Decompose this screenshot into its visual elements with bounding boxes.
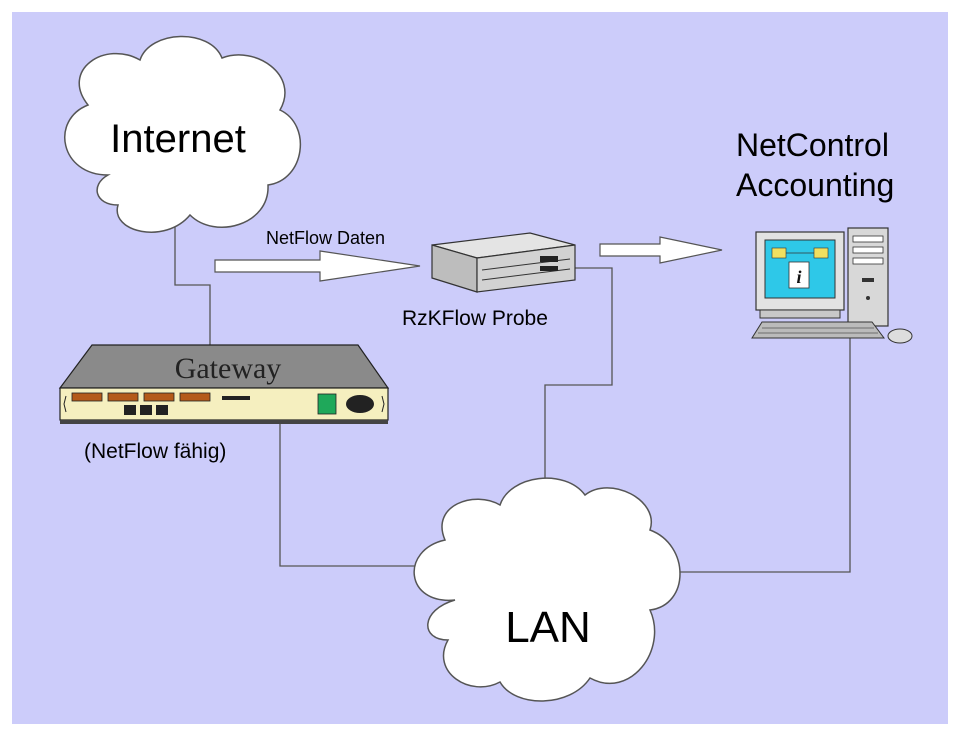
netcontrol-workstation: i: [751, 227, 913, 344]
netflow-data-arrow: [214, 250, 421, 282]
netflow-data-label: NetFlow Daten: [266, 228, 385, 248]
gateway-port: [179, 392, 211, 402]
line-netcontrol-lan: [662, 330, 851, 573]
svg-text:i: i: [796, 267, 801, 287]
pc-mouse: [887, 328, 913, 344]
gateway-device: [58, 344, 390, 424]
netcontrol-label-line1: NetControl: [736, 127, 889, 163]
gateway-port: [107, 392, 139, 402]
gateway-power-led: [317, 393, 337, 415]
line-gateway-lan: [279, 420, 420, 567]
netcontrol-label-line2: Accounting: [736, 167, 894, 203]
lan-cloud: [413, 477, 681, 702]
gateway-port: [71, 392, 103, 402]
probe-device: [431, 232, 576, 293]
internet-label: Internet: [110, 117, 246, 161]
internet-cloud: [64, 35, 302, 233]
gateway-caption: (NetFlow fähig): [84, 440, 226, 463]
probe-to-netcontrol-arrow: [599, 236, 723, 264]
pc-keyboard: [751, 321, 885, 339]
lan-label: LAN: [505, 603, 591, 652]
pc-tower: [847, 227, 889, 327]
gateway-connector: [346, 395, 374, 413]
gateway-port: [143, 392, 175, 402]
line-probe-lan: [544, 267, 613, 500]
gateway-label: Gateway: [175, 352, 282, 385]
line-internet-gateway: [174, 225, 211, 350]
info-icon: [788, 261, 810, 289]
connection-lines: [174, 225, 851, 573]
probe-label: RzKFlow Probe: [402, 307, 548, 330]
